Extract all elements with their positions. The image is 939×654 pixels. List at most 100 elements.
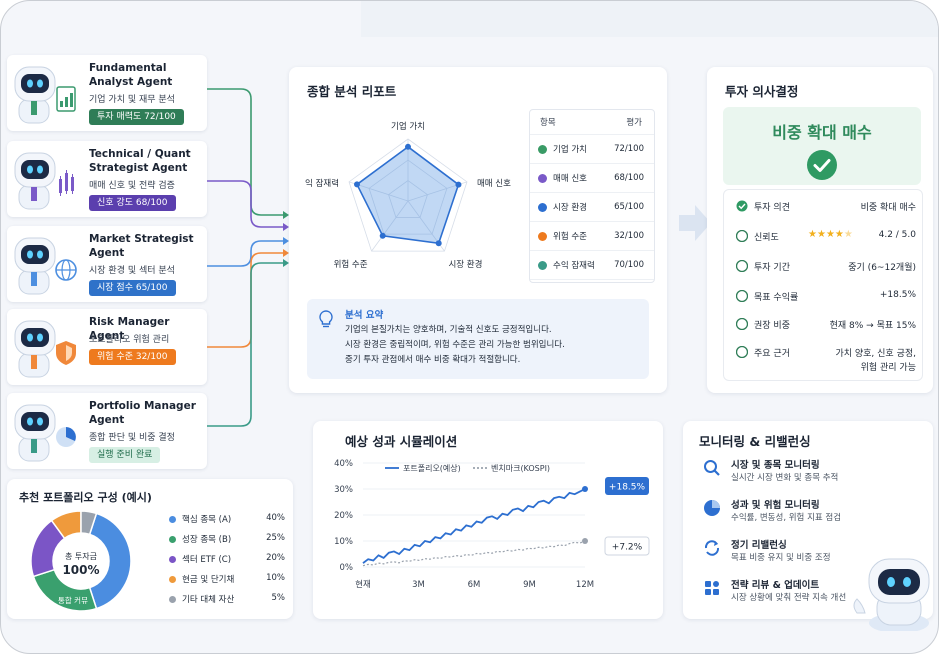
agent-name: Portfolio Manager Agent: [89, 400, 196, 426]
star-icon: ★: [834, 229, 844, 240]
agent-name: Risk Manager Agent: [89, 316, 170, 342]
summary-line: 기업의 본질가치는 양호하며, 기술적 신호도 긍정적입니다.: [345, 325, 552, 335]
grid-icon: [705, 581, 719, 595]
calendar-icon: [736, 260, 748, 272]
agent-name: Market Strategist Agent: [89, 233, 194, 259]
series-line: [362, 488, 586, 564]
decision-row-value-2: 위험 관리 가능: [860, 363, 916, 373]
drop-icon: [538, 203, 547, 212]
search-icon: [704, 460, 720, 476]
donut-center-label: 총 투자금: [65, 552, 97, 561]
pie-icon: [704, 500, 720, 516]
decision-row-value: 비중 확대 매수: [860, 203, 916, 213]
agent-description: 시장 환경 및 섹터 분석: [89, 266, 175, 276]
star-icon: ★: [808, 229, 817, 240]
summary-box: 분석 요약 기업의 본질가치는 양호하며, 기술적 신호도 긍정적입니다. 시장…: [307, 299, 649, 379]
star-icon: ★: [825, 229, 835, 240]
y-tick-label: 40%: [334, 459, 353, 469]
connector-arrowhead: [283, 211, 289, 219]
summary-line: 시장 환경은 중립적이며, 위험 수준은 관리 가능한 범위입니다.: [345, 340, 565, 350]
legend-label: 핵심 종목 (A): [182, 515, 232, 525]
legend-percent: 5%: [271, 593, 286, 603]
radar-point: [455, 181, 462, 188]
score-row-label-cell: 시장 환경: [530, 192, 607, 222]
x-tick-label: 12M: [576, 580, 594, 590]
score-row-value: 70/100: [606, 250, 654, 280]
legend-swatch: [169, 556, 176, 563]
report-title: 종합 분석 리포트: [307, 84, 397, 99]
simulation-title: 예상 성과 시뮬레이션: [345, 434, 458, 449]
decision-row-label: 권장 비중: [754, 321, 790, 331]
star-icon: ★: [843, 229, 853, 240]
score-row-label-cell: 매매 신호: [530, 163, 607, 193]
decision-row-value: +18.5%: [879, 290, 916, 300]
shield-icon: [538, 232, 547, 241]
connector-line: [207, 180, 283, 228]
agent-description: 기업 가치 및 재무 분석: [89, 95, 175, 105]
radar-point: [353, 181, 360, 188]
background-band: [361, 1, 938, 37]
decision-row-value: 중기 (6~12개월): [848, 263, 916, 273]
monitoring-item-title: 시장 및 종목 모니터링: [731, 460, 820, 471]
rating-stars: ★★★★★: [808, 229, 853, 240]
target-icon: [736, 290, 748, 302]
decision-row-value: 현재 8% → 목표 15%: [829, 321, 916, 331]
donut-slice: [88, 512, 132, 610]
pie-icon: [736, 318, 748, 330]
pie-chart-icon: [56, 427, 76, 447]
score-row-label: 시장 환경: [553, 203, 587, 213]
portfolio-title: 추천 포트폴리오 구성 (예시): [19, 491, 152, 504]
radar-axis: [371, 200, 409, 252]
monitoring-item-subtitle: 수익률, 변동성, 위험 지표 점검: [731, 513, 842, 523]
monitoring-item-subtitle: 실시간 시장 변화 및 종목 추적: [731, 473, 839, 483]
decision-row-label: 신뢰도: [754, 233, 779, 243]
radar-grid: [368, 159, 448, 235]
x-tick-label: 현재: [355, 580, 371, 590]
score-row-label: 매매 신호: [553, 174, 587, 184]
agent-score-badge: 신호 강도 68/100: [89, 195, 176, 211]
donut-center-value: 100%: [62, 563, 99, 577]
signal-icon: [538, 174, 547, 183]
legend-percent: 25%: [266, 533, 285, 543]
agent-score-badge: 투자 매력도 72/100: [89, 109, 184, 125]
decision-row-value: 4.2 / 5.0: [878, 230, 916, 240]
legend-label: 섹터 ETF (C): [182, 555, 232, 565]
series-end-badge: [604, 536, 650, 556]
robot-mascot-icon: [853, 558, 930, 631]
score-row-value: 65/100: [606, 192, 654, 222]
radar-label: 수익 잠재력: [305, 178, 339, 189]
globe-icon: [55, 259, 77, 281]
score-row-value: 68/100: [606, 163, 654, 193]
x-tick-label: 6M: [468, 580, 481, 590]
summary-line: 중기 투자 관점에서 매수 비중 확대가 적절합니다.: [345, 355, 521, 365]
legend-percent: 40%: [266, 513, 285, 523]
legend-swatch: [169, 576, 176, 583]
chart-clipboard-icon: [56, 86, 76, 112]
agent-description: 포트폴리오 위험 관리: [89, 335, 170, 345]
x-tick-label: 3M: [412, 580, 425, 590]
y-tick-label: 30%: [334, 485, 353, 495]
series-line: [362, 540, 586, 567]
flow-arrow-icon: [679, 205, 711, 241]
connector-line: [207, 252, 283, 348]
robot-avatar-icon: [14, 66, 76, 124]
summary-title: 분석 요약: [345, 310, 384, 321]
legend-label: 포트폴리오(예상): [403, 463, 461, 473]
agent-score-badge: 시장 점수 65/100: [89, 280, 176, 296]
series-end-point: [582, 486, 588, 492]
donut-slice-label: 통합 커뮤: [58, 596, 88, 605]
monitoring-item-title: 성과 및 위험 모니터링: [731, 500, 820, 511]
star-badge-icon: [538, 261, 547, 270]
decision-row-label: 주요 근거: [754, 349, 790, 359]
legend-swatch: [169, 596, 176, 603]
portfolio-card: 추천 포트폴리오 구성 (예시) 총 투자금 100% 통합 커뮤 핵심 종목 (A…: [7, 479, 293, 619]
